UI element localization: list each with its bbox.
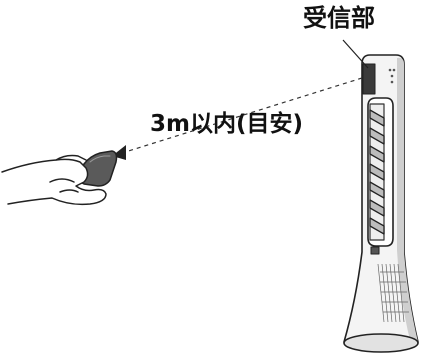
receiver-label: 受信部 [303, 4, 375, 32]
fan-button [370, 246, 380, 255]
fan-base [343, 333, 419, 353]
hand [1, 158, 107, 206]
hand-with-remote [1, 150, 118, 206]
louvers [369, 109, 385, 235]
receiver-window [362, 63, 376, 95]
receiver-leader-line [342, 39, 369, 69]
intake-grille [377, 263, 409, 323]
range-label: 3m以内(目安) [150, 111, 303, 137]
signal-dashed-line [121, 77, 363, 154]
tower-fan [343, 54, 419, 353]
